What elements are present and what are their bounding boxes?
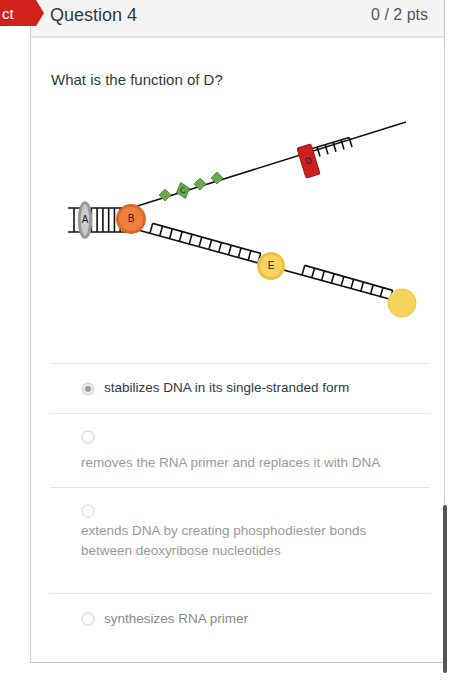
topoisomerase-circle: B	[117, 205, 145, 233]
ssb-proteins	[159, 172, 223, 201]
primase-rect: D	[296, 144, 320, 179]
part-letter: B	[128, 214, 135, 224]
part-letter: E	[268, 261, 275, 271]
base-pairs	[74, 137, 393, 300]
part-letter: A	[82, 215, 89, 225]
radio-buttons	[82, 383, 94, 625]
option-separators	[50, 364, 430, 594]
scrollbar	[443, 505, 447, 673]
ssb-diamond: C	[174, 180, 192, 200]
status-tab-text: ct	[2, 5, 14, 23]
frame-left	[30, 0, 31, 662]
score-text: 0 / 2 pts	[371, 5, 428, 24]
header-rule	[30, 37, 445, 38]
option-text: extends DNA by creating phosphodiester b…	[81, 521, 411, 560]
option-text: stabilizes DNA in its single-stranded fo…	[104, 380, 349, 396]
frame-bottom	[30, 662, 445, 663]
question-title: Question 4	[50, 5, 137, 27]
polymerase-circle	[388, 289, 416, 317]
dna-strands	[68, 122, 406, 303]
incorrect-tab	[0, 0, 44, 26]
header-bar	[30, 0, 445, 37]
helicase-ellipse: A	[79, 202, 91, 238]
option-text: synthesizes RNA primer	[104, 611, 248, 627]
polymerase-circle: E	[258, 253, 284, 279]
question-text: What is the function of D?	[51, 71, 223, 89]
option-text: removes the RNA primer and replaces it w…	[81, 455, 380, 471]
